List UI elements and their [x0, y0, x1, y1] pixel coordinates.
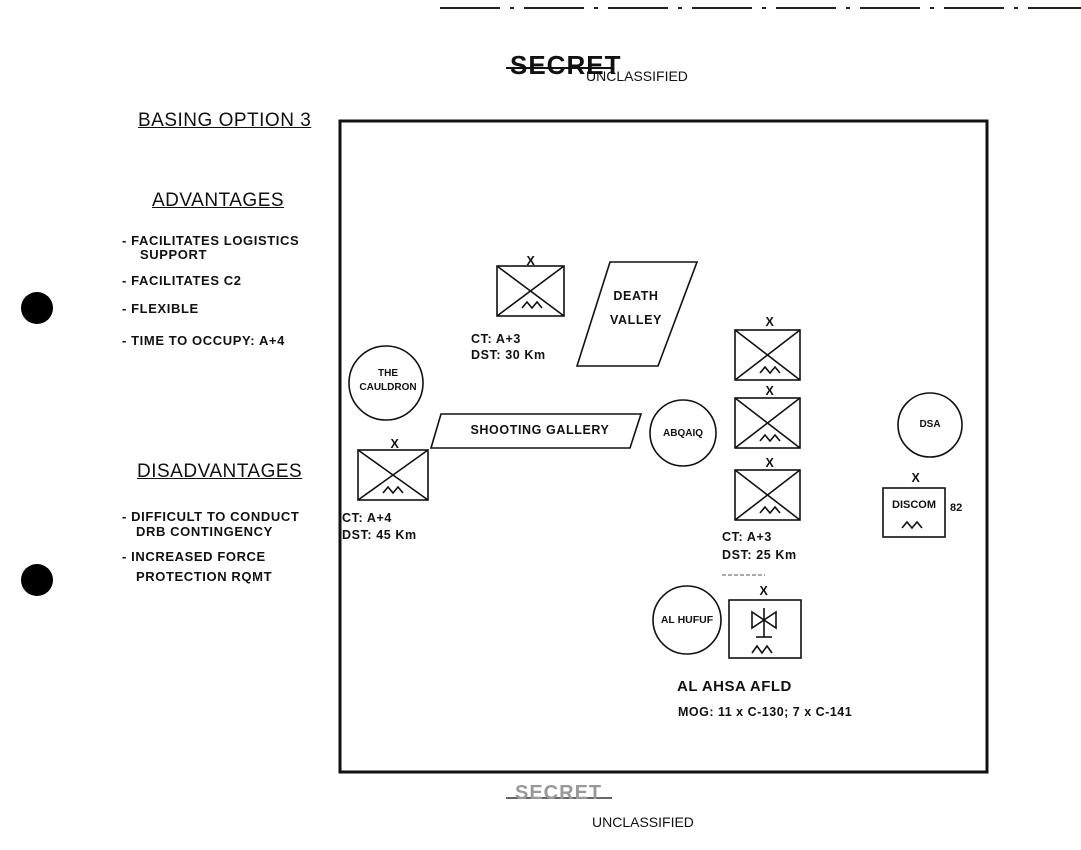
north-unit-ct: CT: A+3 — [471, 332, 521, 346]
unit-size-marker: X — [765, 315, 775, 329]
death-valley-label: DEATH — [613, 289, 659, 303]
disadvantage-item: - DIFFICULT TO CONDUCT — [122, 509, 300, 524]
advantage-item: - FACILITATES LOGISTICS — [122, 233, 300, 248]
unit-size-marker: X — [765, 384, 775, 398]
unit-size-marker: X — [911, 471, 921, 485]
unit-size-marker: X — [765, 456, 775, 470]
binder-hole — [21, 292, 53, 324]
airfield-name: AL AHSA AFLD — [677, 678, 792, 695]
death-valley-label: VALLEY — [610, 313, 662, 327]
west-unit-ct: CT: A+4 — [342, 511, 392, 525]
disadvantage-item: - INCREASED FORCE — [122, 549, 266, 564]
unit-size-marker: X — [390, 437, 400, 451]
advantage-item: - FACILITATES C2 — [122, 273, 242, 288]
discom-number: 82 — [950, 502, 963, 514]
advantage-item: - TIME TO OCCUPY: A+4 — [122, 333, 285, 348]
airfield-mog: MOG: 11 x C-130; 7 x C-141 — [678, 705, 853, 719]
east-unit-ct: CT: A+3 — [722, 530, 772, 544]
unit-symbol-north — [496, 265, 565, 317]
cauldron-label: CAULDRON — [359, 382, 417, 393]
discom-box — [882, 487, 946, 538]
abqaiq-circle — [649, 399, 717, 467]
al-hufuf-label: AL HUFUF — [660, 614, 714, 626]
discom-label: DISCOM — [892, 499, 936, 511]
shooting-gallery-area — [429, 413, 643, 449]
east-unit-dst: DST: 25 Km — [722, 548, 797, 562]
top-classification-label: UNCLASSIFIED — [586, 68, 688, 84]
disadvantage-item: PROTECTION RQMT — [136, 569, 273, 584]
shooting-gallery-label: SHOOTING GALLERY — [470, 423, 610, 437]
unit-symbol-east — [734, 329, 801, 521]
disadvantage-item: DRB CONTINGENCY — [136, 524, 273, 539]
page-title: BASING OPTION 3 — [138, 110, 312, 131]
bottom-classification-label: UNCLASSIFIED — [592, 814, 694, 830]
disadvantages-heading: DISADVANTAGES — [137, 461, 303, 482]
advantages-heading: ADVANTAGES — [152, 190, 285, 211]
death-valley-area — [575, 261, 699, 367]
dsa-label: DSA — [919, 419, 941, 430]
cauldron-label: THE — [378, 368, 398, 379]
top-secret-marking: SECRET — [510, 50, 622, 80]
map-frame — [338, 119, 989, 774]
north-unit-dst: DST: 30 Km — [471, 348, 546, 362]
unit-symbol-west — [357, 449, 429, 501]
dsa-circle — [897, 392, 963, 458]
bottom-secret-marking: SECRET — [515, 782, 603, 804]
airfield-unit-symbol — [728, 599, 802, 659]
advantage-item: - FLEXIBLE — [122, 301, 199, 316]
binder-hole — [21, 564, 53, 596]
al-hufuf-circle — [652, 585, 722, 655]
cauldron-circle — [348, 345, 424, 421]
advantage-item: SUPPORT — [140, 247, 208, 262]
unit-size-marker: X — [526, 254, 536, 268]
west-unit-dst: DST: 45 Km — [342, 528, 417, 542]
abqaiq-label: ABQAIQ — [663, 428, 703, 439]
unit-size-marker: X — [759, 584, 769, 598]
